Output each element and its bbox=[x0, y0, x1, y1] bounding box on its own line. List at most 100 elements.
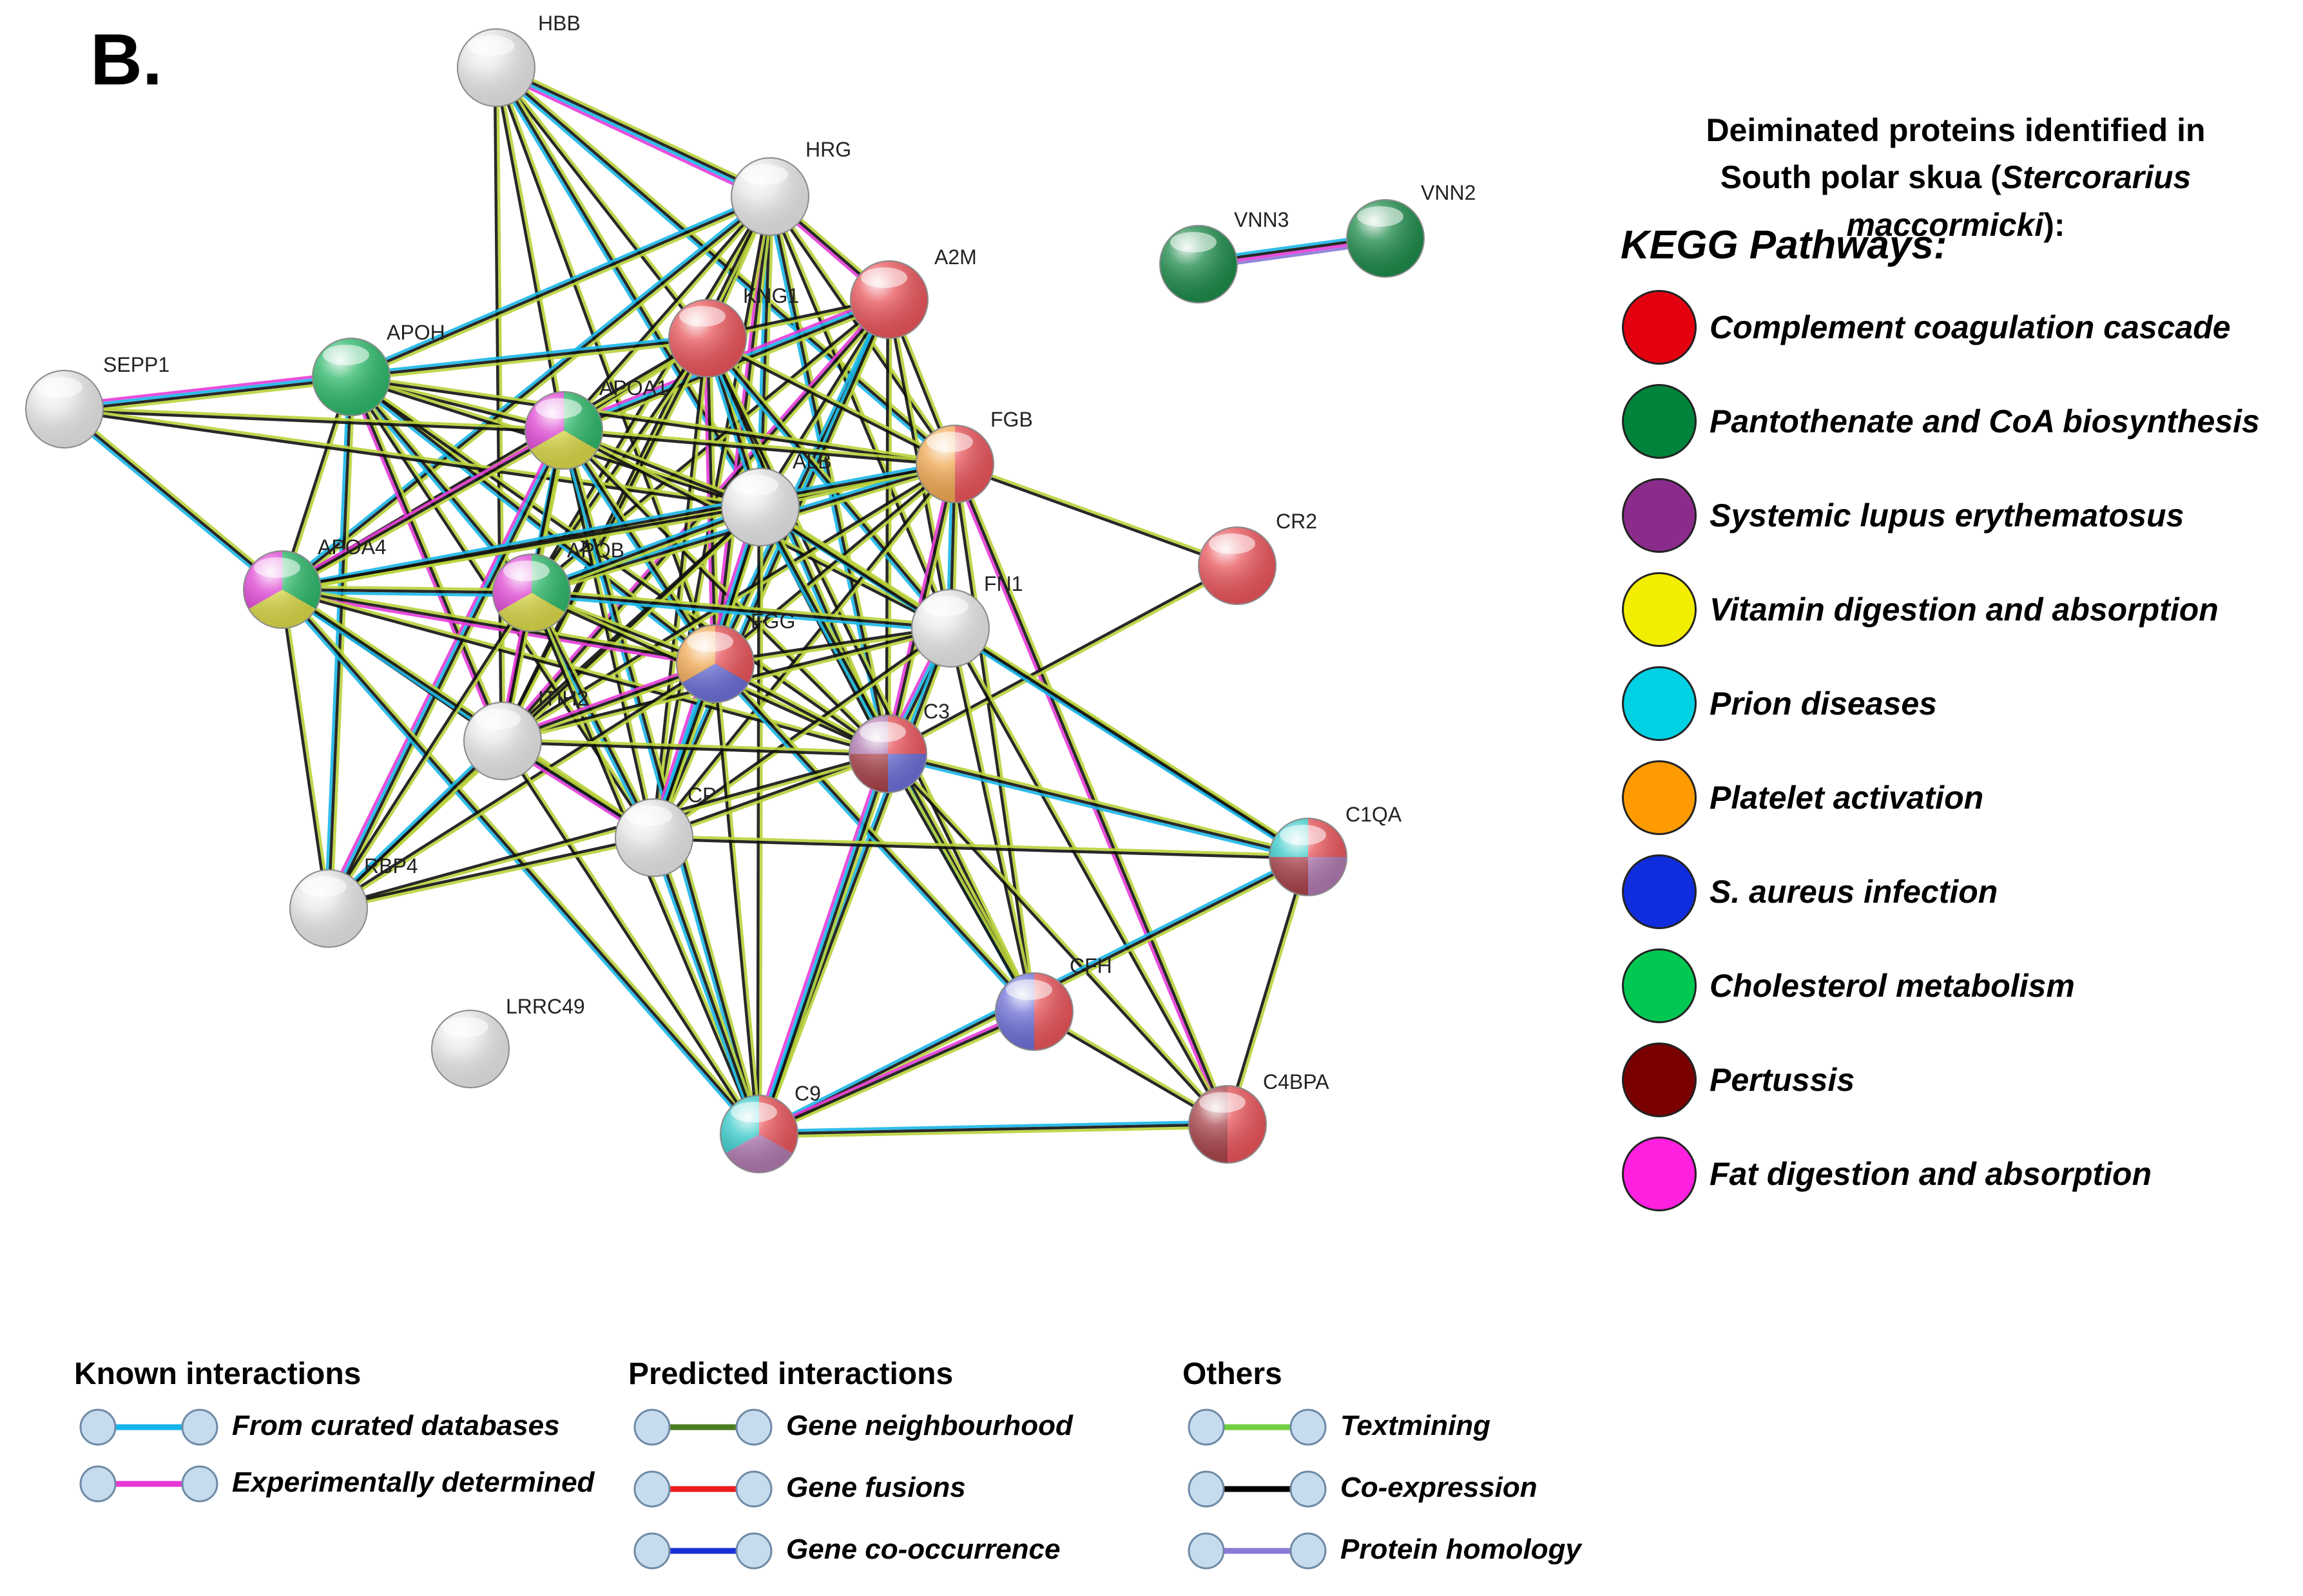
edge-strand bbox=[65, 405, 285, 589]
node-c9[interactable]: C9 bbox=[720, 1082, 821, 1173]
edge-strand bbox=[327, 661, 716, 909]
node-apoh[interactable]: APOH bbox=[312, 321, 445, 416]
node-highlight bbox=[927, 432, 973, 452]
edge-APOH-SEPP1 bbox=[63, 371, 352, 415]
edge-legend-node bbox=[79, 1409, 117, 1446]
edge-legend-sample bbox=[1188, 1409, 1327, 1446]
node-fn1[interactable]: FN1 bbox=[911, 572, 1023, 668]
edge-FGB-C4BPA bbox=[950, 462, 1232, 1126]
edge-strand bbox=[561, 430, 654, 838]
node-apob[interactable]: APOB bbox=[492, 539, 624, 632]
kegg-swatch bbox=[1622, 760, 1697, 835]
node-itih2[interactable]: ITIH2 bbox=[463, 687, 588, 780]
edge-legend-label: Textmining bbox=[1340, 1410, 1491, 1441]
edge-strand bbox=[61, 410, 282, 593]
edge-strand bbox=[758, 298, 889, 508]
node-fgb[interactable]: FGB bbox=[916, 408, 1033, 503]
edge-strand bbox=[651, 338, 708, 838]
edge-strand bbox=[759, 507, 764, 1135]
node-cfh[interactable]: CFH bbox=[995, 954, 1112, 1051]
kegg-item: S. aureus infection bbox=[1622, 853, 1998, 930]
edge-C3-C4BPA bbox=[885, 751, 1230, 1127]
node-hbb[interactable]: HBB bbox=[457, 12, 581, 107]
edge-HRG-APOA4 bbox=[279, 193, 773, 593]
node-apoa1[interactable]: APOA1 bbox=[525, 376, 668, 470]
node-c3[interactable]: C3 bbox=[849, 700, 950, 793]
node-highlight bbox=[535, 398, 582, 419]
node-c1qa[interactable]: C1QA bbox=[1269, 803, 1402, 896]
kegg-label: Vitamin digestion and absorption bbox=[1710, 591, 2219, 628]
node-label: VNN3 bbox=[1234, 208, 1289, 231]
edge-strand bbox=[495, 68, 771, 200]
edge-legend-node bbox=[181, 1465, 218, 1503]
node-cp[interactable]: CP bbox=[615, 784, 716, 877]
edge-strand bbox=[758, 1010, 1035, 1136]
kegg-swatch bbox=[1622, 854, 1697, 929]
node-alb[interactable]: ALB bbox=[721, 450, 831, 546]
edge-strand bbox=[885, 299, 889, 755]
edge-strand bbox=[64, 380, 352, 415]
edge-strand bbox=[496, 64, 771, 197]
node-highlight bbox=[1170, 232, 1217, 253]
edge-strand bbox=[282, 504, 761, 590]
edge-strand bbox=[279, 193, 769, 589]
edge-legend-sample bbox=[633, 1409, 773, 1446]
edge-legend-node bbox=[633, 1409, 671, 1446]
node-lrrc49[interactable]: LRRC49 bbox=[431, 995, 585, 1088]
edge-legend-sample bbox=[79, 1465, 218, 1503]
edge-strand bbox=[531, 505, 761, 595]
edge-legend-sample bbox=[633, 1470, 773, 1508]
legend-title-species: Stercorarius maccormicki bbox=[1846, 159, 2192, 243]
kegg-item: Prion diseases bbox=[1622, 665, 1937, 742]
edge-strand bbox=[282, 506, 761, 593]
edge-strand bbox=[956, 462, 1232, 1124]
edge-FN1-CFH bbox=[947, 628, 1037, 1012]
node-highlight bbox=[687, 631, 733, 652]
node-c4bpa[interactable]: C4BPA bbox=[1188, 1070, 1329, 1164]
edge-strand bbox=[563, 197, 773, 432]
edge-strand bbox=[351, 336, 708, 379]
node-hrg[interactable]: HRG bbox=[731, 138, 851, 236]
edge-strand bbox=[283, 431, 566, 593]
node-highlight bbox=[679, 306, 726, 327]
node-highlight bbox=[860, 722, 906, 742]
kegg-item: Cholesterol metabolism bbox=[1622, 947, 2075, 1024]
edge-strand bbox=[282, 586, 889, 755]
edge-legend-node bbox=[1289, 1532, 1327, 1570]
edge-strand bbox=[326, 591, 532, 909]
node-vnn2[interactable]: VNN2 bbox=[1346, 181, 1476, 278]
node-highlight bbox=[468, 35, 514, 56]
node-highlight bbox=[732, 475, 778, 495]
edge-strand bbox=[562, 430, 761, 1135]
node-rbp4[interactable]: RBP4 bbox=[289, 854, 418, 948]
edge-strand bbox=[954, 464, 1238, 569]
node-vnn3[interactable]: VNN3 bbox=[1159, 208, 1289, 303]
edge-FGB-CR2 bbox=[954, 461, 1238, 569]
edge-SEPP1-ALB bbox=[64, 406, 761, 510]
edge-strand bbox=[713, 461, 955, 664]
node-a2m[interactable]: A2M bbox=[850, 245, 977, 339]
node-apoa4[interactable]: APOA4 bbox=[243, 535, 387, 629]
node-label: APOA1 bbox=[599, 376, 668, 399]
edge-APOA1-C9 bbox=[559, 429, 764, 1135]
node-label: C1QA bbox=[1345, 803, 1402, 826]
edge-strand bbox=[493, 68, 716, 665]
node-kng1[interactable]: KNG1 bbox=[668, 284, 799, 378]
node-cr2[interactable]: CR2 bbox=[1198, 510, 1317, 605]
edge-strand bbox=[888, 299, 892, 755]
edge-strand bbox=[652, 837, 761, 1135]
edge-APOA1-C3 bbox=[561, 428, 891, 756]
node-sepp1[interactable]: SEPP1 bbox=[25, 353, 169, 448]
edge-legend-label: Co-expression bbox=[1340, 1472, 1537, 1503]
node-highlight bbox=[731, 1102, 777, 1122]
legend-title-line2: South polar skua (Stercorarius maccormic… bbox=[1614, 153, 2297, 249]
node-fgg[interactable]: FGG bbox=[676, 610, 795, 703]
edge-strand bbox=[948, 629, 1307, 861]
edge-FN1-C1QA bbox=[948, 624, 1311, 861]
edge-strand bbox=[64, 406, 564, 430]
edge-strand bbox=[329, 838, 655, 912]
kegg-item: Fat digestion and absorption bbox=[1622, 1135, 2152, 1213]
edge-APOH-FGB bbox=[351, 374, 956, 467]
node-highlight bbox=[36, 377, 82, 398]
edge-strand bbox=[281, 588, 760, 1135]
